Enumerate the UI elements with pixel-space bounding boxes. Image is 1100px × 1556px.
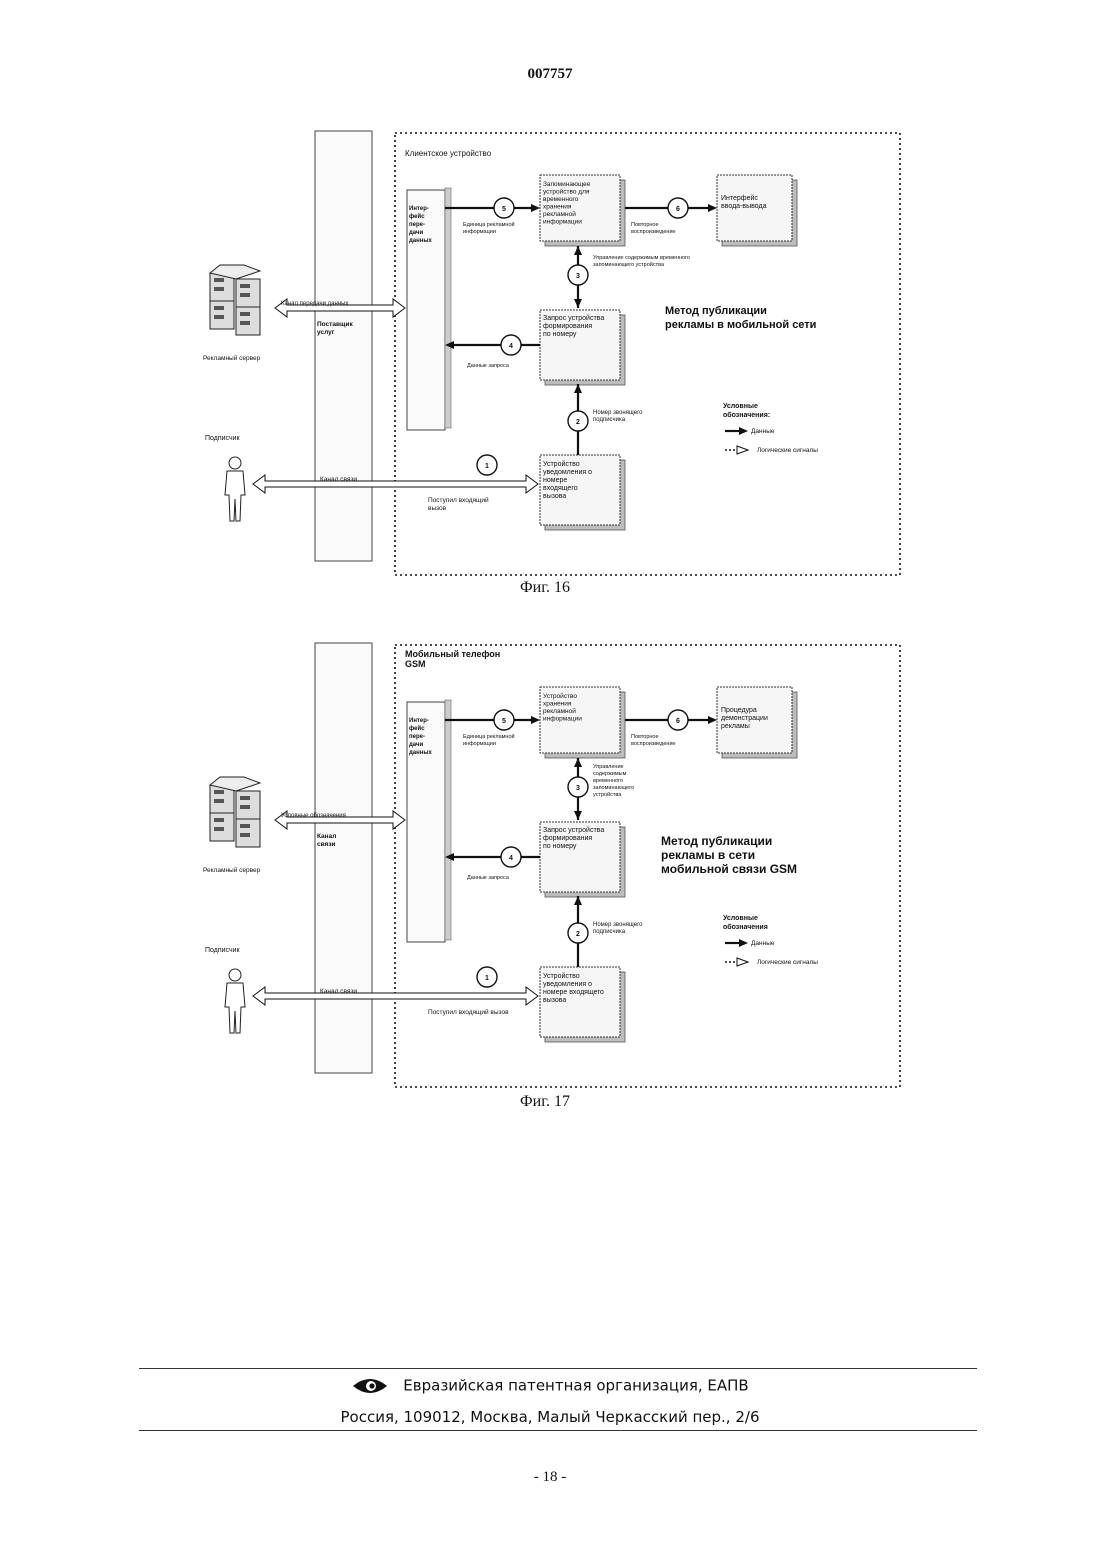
fig1-subscriber-label: Подписчик [205, 947, 241, 954]
fig0-device-boundary [395, 133, 900, 575]
fig0-playback-label: Повторноевоспроизведение [631, 222, 676, 235]
fig0-legend-data-label: Данные [751, 428, 775, 435]
fig1-caller-number-label: Номер звонящегоподписчика [593, 922, 643, 935]
fig0-step-4: 4 [501, 335, 521, 355]
fig0-interface-shade [445, 188, 451, 428]
fig0-server-label: Рекламный сервер [203, 354, 261, 362]
svg-text:1: 1 [485, 975, 489, 982]
figure-17-caption: Фиг. 17 [520, 1093, 570, 1111]
fig1-device-boundary [395, 645, 900, 1087]
fig1-title: Метод публикациирекламы в сетимобильной … [661, 834, 797, 876]
fig0-step-2: 2 [568, 411, 588, 431]
fig0-subscriber-icon [225, 457, 245, 521]
figure-0-content: Клиентское устройствоИнтер-фейспере-дачи… [203, 131, 900, 575]
fig1-arrow-5-head [531, 716, 540, 724]
fig0-channel-top-label: Канал передачи данных [281, 301, 348, 307]
fig1-step-2: 2 [568, 923, 588, 943]
fig1-step-5: 5 [494, 710, 514, 730]
fig1-step-1: 1 [477, 967, 497, 987]
figure-16-caption: Фиг. 16 [520, 579, 570, 597]
fig1-subscriber-icon [225, 969, 245, 1033]
fig1-arrow-3-head [574, 811, 582, 820]
footer-address: Россия, 109012, Москва, Малый Черкасский… [0, 1408, 1100, 1426]
figure-17-diagram: Мобильный телефонGSMИнтер-фейспере-дачид… [195, 640, 915, 1095]
fig0-step-5: 5 [494, 198, 514, 218]
footer-top-rule [139, 1368, 977, 1369]
fig0-legend-logic-label: Логические сигналы [757, 447, 818, 454]
fig0-channel-bottom-label: Канал связи [320, 476, 357, 483]
fig0-io-box [717, 175, 797, 246]
svg-text:2: 2 [576, 931, 580, 938]
fig1-step-4: 4 [501, 847, 521, 867]
fig0-legend-data-head [739, 427, 748, 435]
svg-text:4: 4 [509, 343, 513, 350]
footer-organization: Евразийская патентная организация, ЕАПВ [0, 1376, 1100, 1396]
fig1-request-data-label: Данные запроса [467, 875, 510, 881]
svg-text:5: 5 [502, 718, 506, 725]
svg-text:2: 2 [576, 419, 580, 426]
fig1-arrow-3-tail [574, 758, 582, 767]
fig1-step-3: 3 [568, 777, 588, 797]
svg-text:4: 4 [509, 855, 513, 862]
svg-text:1: 1 [485, 463, 489, 470]
fig1-step-6: 6 [668, 710, 688, 730]
svg-text:5: 5 [502, 206, 506, 213]
fig1-channel-top-label: Условные обозначения [281, 813, 346, 819]
fig1-control-label: Управлениесодержимымвременногозапоминающ… [593, 764, 634, 798]
fig0-step-3: 3 [568, 265, 588, 285]
fig0-legend-title: Условныеобозначения: [723, 403, 770, 419]
fig1-device-label: Мобильный телефонGSM [405, 649, 500, 669]
fig1-legend-data-head [739, 939, 748, 947]
document-number: 007757 [0, 66, 1100, 83]
fig0-arrow-3-tail [574, 246, 582, 255]
fig0-arrow-5-head [531, 204, 540, 212]
fig1-legend-title: Условныеобозначения [723, 915, 768, 931]
fig0-device-label: Клиентское устройство [405, 149, 492, 158]
fig1-playback-label: Повторноевоспроизведение [631, 734, 676, 747]
fig0-control-label: Управление содержимым временногозапомина… [593, 255, 690, 268]
fig0-step-1: 1 [477, 455, 497, 475]
fig0-title: Метод публикациирекламы в мобильной сети [665, 305, 816, 331]
svg-text:6: 6 [676, 206, 680, 213]
svg-text:6: 6 [676, 718, 680, 725]
fig1-incoming-call-label: Поступил входящий вызов [428, 1008, 509, 1016]
svg-text:3: 3 [576, 785, 580, 792]
fig1-provider-column [315, 643, 372, 1073]
fig0-ad-unit-label: Единица рекламнойинформации [463, 221, 515, 235]
fig1-provider-label: Каналсвязи [317, 833, 336, 848]
fig1-server-label: Рекламный сервер [203, 866, 261, 874]
fig0-incoming-call-label: Поступил входящийвызов [428, 496, 489, 512]
eapo-logo-icon [351, 1376, 389, 1396]
page-number: - 18 - [0, 1469, 1100, 1486]
svg-text:3: 3 [576, 273, 580, 280]
fig0-arrow-3-head [574, 299, 582, 308]
fig0-server-icon [210, 265, 260, 335]
fig1-channel-bottom-label: Канал связи [320, 988, 357, 995]
fig1-legend-data-label: Данные [751, 940, 775, 947]
fig0-provider-column [315, 131, 372, 561]
fig1-interface-shade [445, 700, 451, 940]
fig0-request-data-label: Данные запроса [467, 363, 510, 369]
fig0-step-6: 6 [668, 198, 688, 218]
fig0-subscriber-label: Подписчик [205, 435, 241, 442]
figure-16-diagram: Клиентское устройствоИнтер-фейспере-дачи… [195, 128, 915, 583]
figure-1-content: Мобильный телефонGSMИнтер-фейспере-дачид… [203, 643, 900, 1087]
fig1-ad-unit-label: Единица рекламнойинформации [463, 733, 515, 747]
footer-organization-text: Евразийская патентная организация, ЕАПВ [403, 1377, 748, 1395]
fig0-arrow-6-head [708, 204, 717, 212]
fig1-legend-logic-head [737, 958, 748, 966]
fig0-legend-logic-head [737, 446, 748, 454]
fig0-caller-number-label: Номер звонящегоподписчика [593, 410, 643, 423]
fig1-arrow-6-head [708, 716, 717, 724]
footer-bottom-rule [139, 1430, 977, 1431]
fig1-server-icon [210, 777, 260, 847]
fig1-legend-logic-label: Логические сигналы [757, 959, 818, 966]
